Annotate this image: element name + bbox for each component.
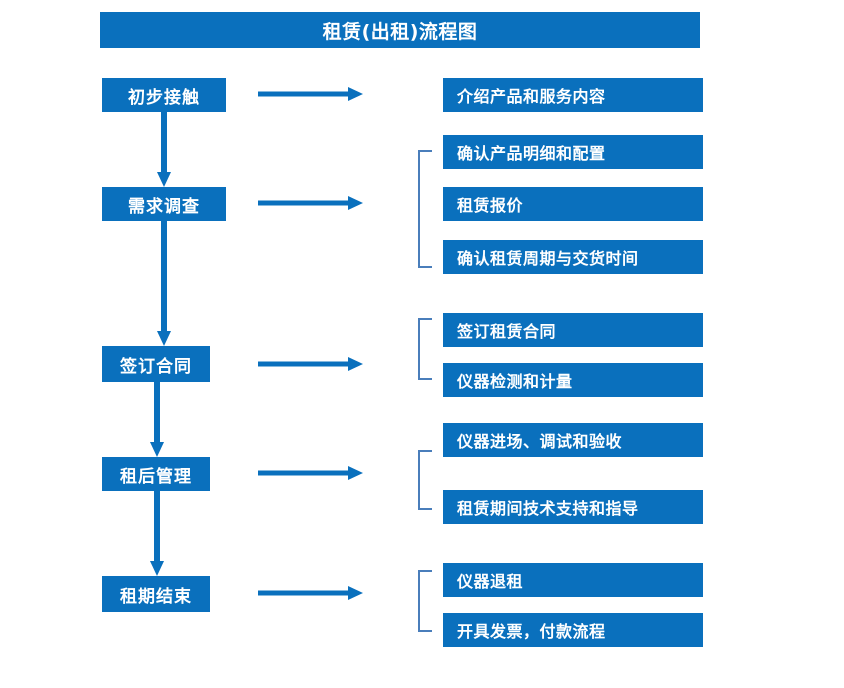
detail-label-1-1: 介绍产品和服务内容	[457, 87, 606, 106]
detail-label-3-2: 仪器检测和计量	[457, 372, 573, 391]
detail-box-5-1[interactable]: 仪器退租	[443, 563, 703, 597]
detail-box-5-2[interactable]: 开具发票，付款流程	[443, 613, 703, 647]
detail-label-4-1: 仪器进场、调试和验收	[457, 432, 623, 451]
arrow-right-icon-3	[258, 357, 363, 371]
arrow-down-icon-3	[150, 382, 164, 457]
detail-box-4-1[interactable]: 仪器进场、调试和验收	[443, 423, 703, 457]
stage-label-5: 租期结束	[120, 586, 192, 607]
detail-box-2-3[interactable]: 确认租赁周期与交货时间	[443, 240, 703, 274]
stage-label-3: 签订合同	[120, 356, 192, 377]
arrow-right-icon-2	[258, 196, 363, 210]
detail-box-1-1[interactable]: 介绍产品和服务内容	[443, 78, 703, 112]
arrow-down-icon-4	[150, 491, 164, 576]
arrow-right-icon-5	[258, 586, 363, 600]
detail-box-4-2[interactable]: 租赁期间技术支持和指导	[443, 490, 703, 524]
stage-box-3[interactable]: 签订合同	[102, 346, 210, 382]
arrow-right-icon-4	[258, 466, 363, 480]
stage-box-1[interactable]: 初步接触	[102, 78, 226, 112]
stage-label-4: 租后管理	[120, 466, 192, 487]
stage-box-5[interactable]: 租期结束	[102, 576, 210, 612]
detail-box-2-1[interactable]: 确认产品明细和配置	[443, 135, 703, 169]
stage-label-1: 初步接触	[128, 87, 200, 108]
stage-box-4[interactable]: 租后管理	[102, 457, 210, 491]
detail-label-3-1: 签订租赁合同	[457, 322, 557, 341]
detail-box-3-1[interactable]: 签订租赁合同	[443, 313, 703, 347]
group-bracket-4	[418, 450, 432, 510]
arrow-right-icon-1	[258, 87, 363, 101]
page-title: 租赁(出租)流程图	[100, 12, 700, 48]
detail-label-2-3: 确认租赁周期与交货时间	[457, 249, 639, 268]
stage-box-2[interactable]: 需求调查	[102, 187, 226, 221]
arrow-down-icon-1	[157, 112, 171, 187]
stage-label-2: 需求调查	[128, 196, 200, 217]
group-bracket-2	[418, 150, 432, 268]
arrow-down-icon-2	[157, 221, 171, 346]
detail-label-2-1: 确认产品明细和配置	[457, 144, 606, 163]
detail-box-3-2[interactable]: 仪器检测和计量	[443, 363, 703, 397]
group-bracket-5	[418, 570, 432, 632]
detail-label-5-1: 仪器退租	[457, 572, 524, 591]
detail-box-2-2[interactable]: 租赁报价	[443, 187, 703, 221]
group-bracket-3	[418, 318, 432, 380]
detail-label-2-2: 租赁报价	[457, 196, 524, 215]
detail-label-5-2: 开具发票，付款流程	[457, 622, 606, 641]
detail-label-4-2: 租赁期间技术支持和指导	[457, 499, 639, 518]
